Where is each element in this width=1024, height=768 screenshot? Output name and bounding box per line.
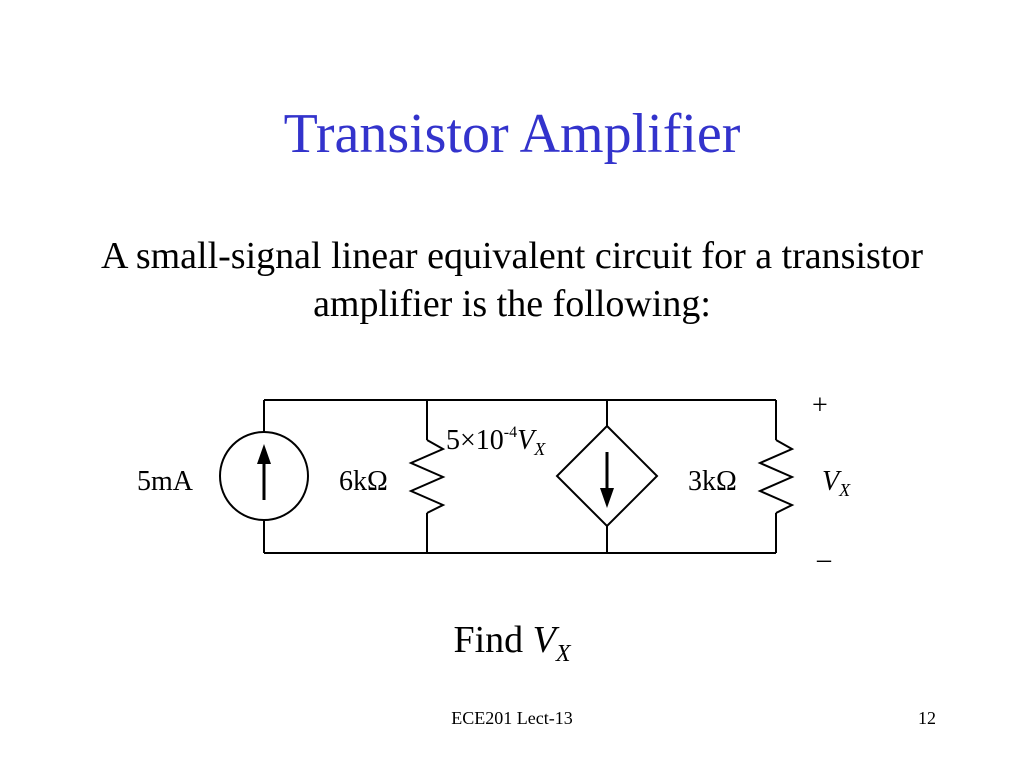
find-sub: X (555, 641, 571, 667)
resistor2-label: 3kΩ (688, 466, 737, 497)
footer-lecture: ECE201 Lect-13 (451, 708, 573, 728)
current-source-label: 5mA (137, 466, 193, 497)
output-sub: X (839, 480, 851, 500)
find-prompt: Find VX (0, 618, 1024, 667)
dependent-source-arrow (600, 452, 614, 508)
current-source-symbol (219, 431, 309, 521)
output-plus-sign: + (812, 390, 828, 421)
resistor1-zigzag (408, 439, 446, 514)
resistor2-zigzag (757, 439, 795, 514)
dependent-source-var: V (517, 425, 535, 456)
intro-text: A small-signal linear equivalent circuit… (100, 235, 924, 325)
find-var: V (532, 619, 556, 661)
dependent-source-coeff: 5×10 (446, 425, 504, 456)
dependent-source-exponent: -4 (503, 424, 518, 441)
page-number: 12 (918, 708, 936, 728)
output-voltage-label: VX (822, 466, 850, 500)
find-label: Find (453, 619, 524, 661)
slide-title: Transistor Amplifier (283, 103, 741, 165)
dependent-source-sub: X (534, 439, 546, 459)
output-minus-sign: – (817, 544, 831, 575)
output-var: V (822, 466, 840, 497)
resistor1-label: 6kΩ (339, 466, 388, 497)
dependent-source-label: 5×10-4VX (446, 424, 546, 461)
current-source-arrow (257, 444, 271, 500)
